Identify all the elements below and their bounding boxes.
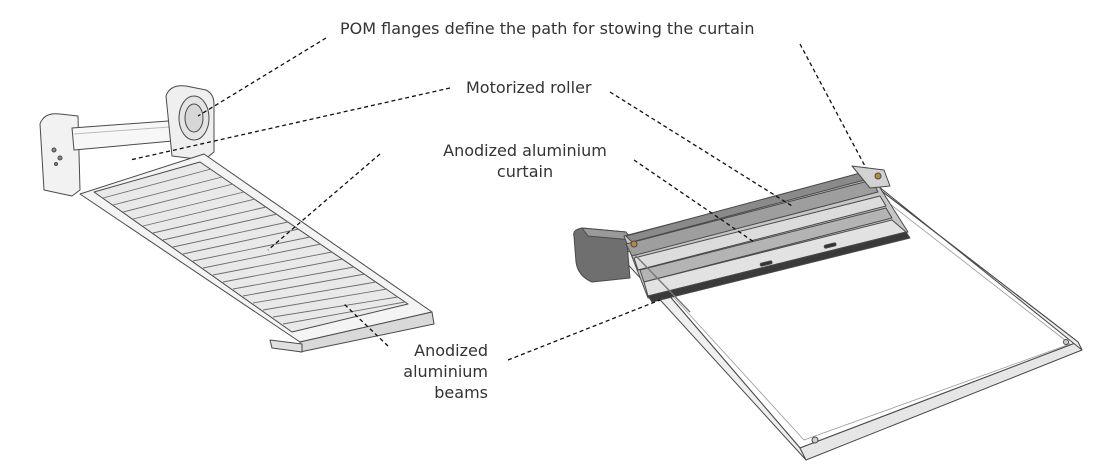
leader-roller-left	[129, 87, 451, 161]
roller-tube	[71, 119, 185, 151]
label-line: beams	[434, 383, 488, 402]
left-end-plate	[39, 113, 81, 197]
leader-flanges-left	[197, 37, 327, 117]
plate-hole	[51, 147, 57, 153]
label-pom-flanges: POM flanges define the path for stowing …	[340, 19, 755, 38]
leader-roller-right	[609, 91, 793, 207]
plate-hole	[54, 162, 58, 166]
leader-beams-right	[507, 299, 661, 361]
leader-lines	[129, 37, 867, 361]
leader-beams-left	[343, 303, 389, 347]
label-aluminium-beams: Anodized aluminium beams	[388, 340, 488, 403]
left-assembly	[39, 85, 435, 353]
label-line: aluminium	[403, 362, 488, 381]
label-line: Anodized	[414, 341, 488, 360]
label-line: Anodized aluminium	[443, 141, 607, 160]
label-aluminium-curtain: Anodized aluminium curtain	[416, 140, 634, 182]
curtain-slat-lines	[102, 168, 406, 325]
label-line: curtain	[496, 162, 554, 181]
leader-flanges-right	[799, 43, 867, 169]
end-housing	[573, 227, 631, 283]
leader-curtain-left	[267, 153, 381, 251]
leader-curtain-right	[633, 159, 755, 243]
right-assembly	[573, 165, 1083, 461]
plate-hole	[57, 155, 63, 161]
right-bracket	[851, 165, 891, 189]
label-motorized-roller: Motorized roller	[466, 78, 592, 97]
